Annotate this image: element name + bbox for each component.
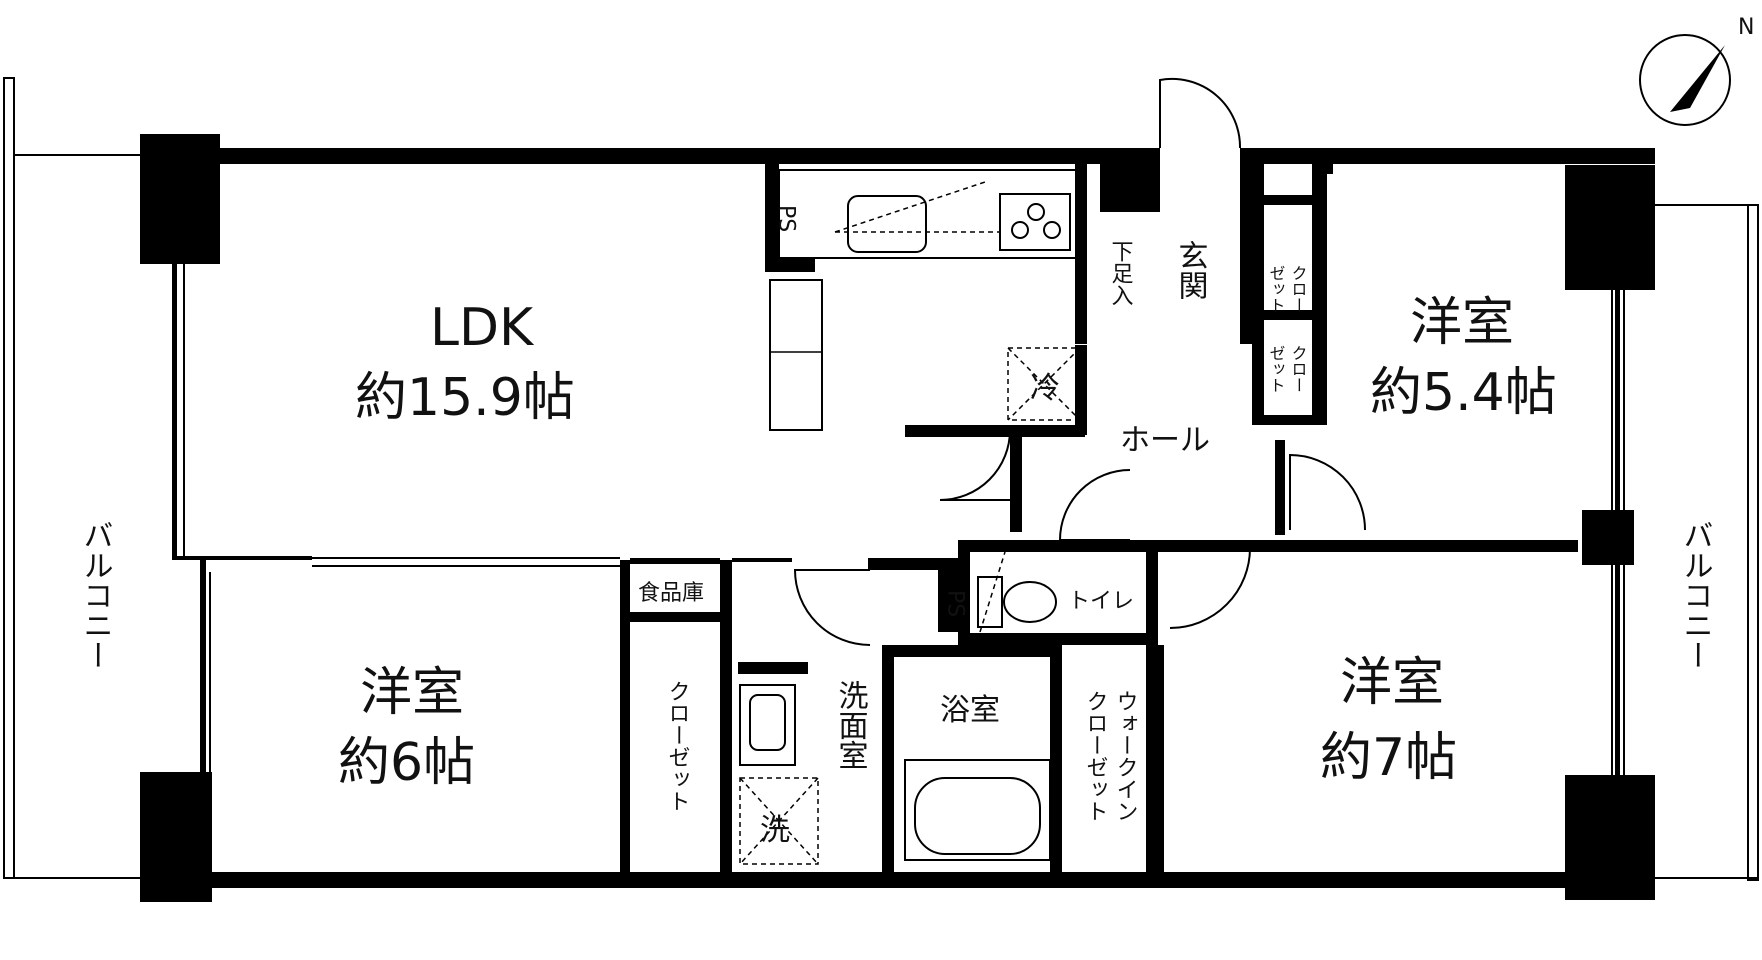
compass-label: N [1738,15,1754,40]
closet-b-label-2: ゼット [1267,345,1286,393]
kitchen-counter [769,169,1080,431]
walk-in-label-1: ウォークイン [1113,690,1138,822]
toilet-label: トイレ [1068,589,1134,614]
bedroom-se-name: 洋室 [1340,653,1444,713]
bedroom-sw-name: 洋室 [360,663,464,723]
ps-kitchen-label: PS [774,205,799,232]
doors [793,77,1366,646]
bedroom-se-size: 約7帖 [1320,728,1457,788]
hall-label: ホール [1120,423,1210,458]
entrance-label: 玄関 [1173,240,1208,300]
pantry-label: 食品庫 [638,581,704,606]
ldk-size: 約15.9帖 [355,368,575,428]
structural-columns [140,134,1655,902]
north-compass: N [1639,15,1754,126]
interior-walls [176,148,1578,872]
closet-a-label-2: ゼット [1267,265,1286,313]
washer-space [739,777,819,865]
balcony-left-label: バルコニー [78,520,113,670]
ps-toilet-label: PS [943,590,968,617]
bathtub [904,759,1051,861]
toilet-fixture [977,551,1057,633]
bedroom-ne-name: 洋室 [1410,293,1514,353]
balcony-right-label: バルコニー [1678,520,1713,670]
balcony-right [1650,204,1759,881]
washroom-label: 洗面室 [833,680,868,770]
washer-label: 洗 [760,813,790,848]
closet-b-label-1: クロー [1289,345,1308,393]
shoe-box-label: 下足入 [1108,240,1134,306]
closet-sw-label: クローゼット [665,680,690,812]
bath-label: 浴室 [940,693,1000,728]
vanity [739,684,796,766]
bedroom-sw-size: 約6帖 [338,733,475,793]
fridge-space [1007,347,1081,421]
closet-a-label-1: クロー [1289,265,1308,313]
windows [175,264,1625,775]
bedroom-ne-size: 約5.4帖 [1370,363,1557,423]
ldk-name: LDK [430,298,535,358]
walk-in-label-2: クローゼット [1083,690,1108,822]
fridge-label: 冷 [1030,371,1060,406]
balcony-left [3,77,140,879]
